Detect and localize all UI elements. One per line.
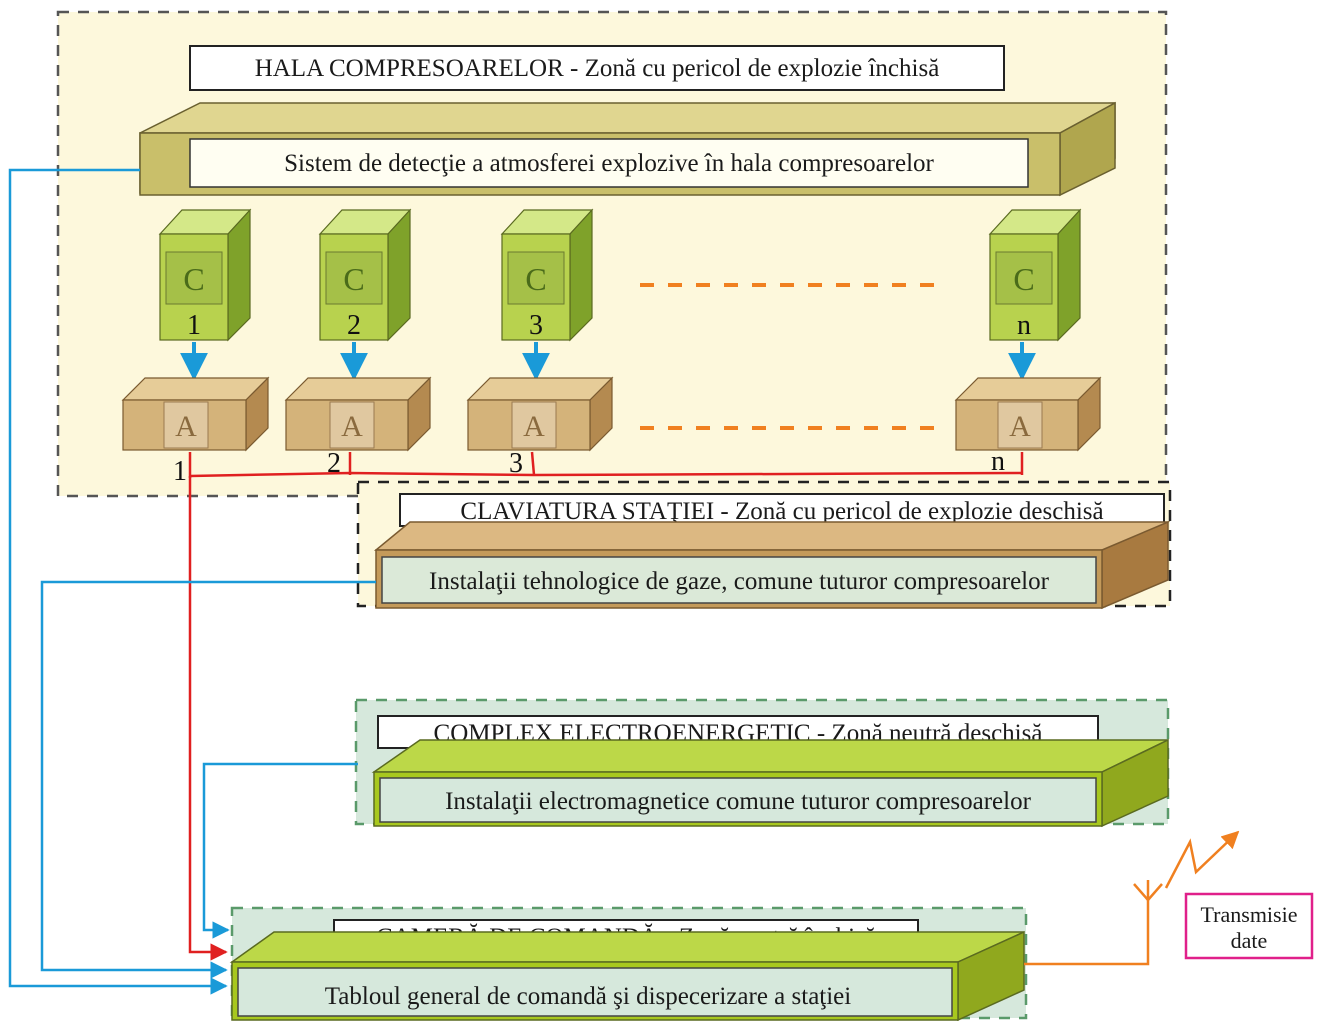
automation-unit-1-index: 1 — [173, 456, 187, 487]
transmission-line1: Transmisie — [1201, 902, 1298, 927]
automation-unit-3-letter: A — [523, 410, 545, 443]
automation-unit-1-letter: A — [175, 410, 197, 443]
compressor-3: C 3 — [500, 208, 594, 342]
detection-link-blue — [8, 168, 228, 995]
automation-unit-1: A 1 — [121, 376, 270, 487]
antenna-icon — [1024, 830, 1240, 966]
electro-installations-block: Instalaţii electromagnetice comune tutur… — [371, 738, 1169, 828]
compressor-n-letter: C — [1013, 261, 1034, 297]
compressor-3-index: 3 — [529, 310, 543, 341]
detection-label: Sistem de detecţie a atmosferei exploziv… — [284, 150, 934, 177]
detection-system-block: Sistem de detecţie a atmosferei exploziv… — [139, 101, 1116, 197]
compressor-1: C 1 — [158, 208, 252, 342]
compressor-3-letter: C — [525, 261, 546, 297]
compressor-2: C 2 — [318, 208, 412, 342]
transmission-box: Transmisie date — [1184, 892, 1314, 960]
compressor-1-index: 1 — [187, 310, 201, 341]
yard-title-box: CLAVIATURA STAŢIEI - Zonă cu pericol de … — [399, 493, 1165, 527]
automation-unit-n-letter: A — [1009, 410, 1031, 443]
gas-installations-label: Instalaţii tehnologice de gaze, comune t… — [429, 568, 1050, 595]
hall-title: HALA COMPRESOARELOR - Zonă cu pericol de… — [255, 55, 940, 82]
automation-unit-3-index: 3 — [509, 448, 523, 479]
yard-title: CLAVIATURA STAŢIEI - Zonă cu pericol de … — [460, 498, 1103, 525]
automation-unit-3: A 3 — [466, 376, 614, 479]
compressor-n: C n — [988, 208, 1082, 342]
dispatch-panel-label: Tabloul general de comandă şi dispeceriz… — [325, 983, 852, 1010]
hall-title-box: HALA COMPRESOARELOR - Zonă cu pericol de… — [189, 45, 1005, 91]
compressor-2-letter: C — [343, 261, 364, 297]
automation-unit-n: A n — [954, 376, 1102, 477]
gas-link-blue — [40, 580, 376, 979]
automation-unit-n-index: n — [991, 446, 1005, 477]
compressor-to-automation-arrows — [180, 342, 1036, 381]
automation-bus-red — [188, 451, 1024, 961]
compressor-2-index: 2 — [347, 310, 361, 341]
automation-unit-2: A 2 — [284, 376, 432, 479]
automation-unit-2-letter: A — [341, 410, 363, 443]
dispatch-panel-block: Tabloul general de comandă şi dispeceriz… — [229, 930, 1025, 1021]
compressor-n-index: n — [1017, 310, 1031, 341]
electro-installations-label: Instalaţii electromagnetice comune tutur… — [445, 788, 1032, 815]
compressor-1-letter: C — [183, 261, 204, 297]
gas-installations-block: Instalaţii tehnologice de gaze, comune t… — [373, 520, 1171, 610]
automation-unit-2-index: 2 — [327, 448, 341, 479]
transmission-line2: date — [1231, 928, 1268, 953]
electro-link-blue — [202, 762, 358, 939]
